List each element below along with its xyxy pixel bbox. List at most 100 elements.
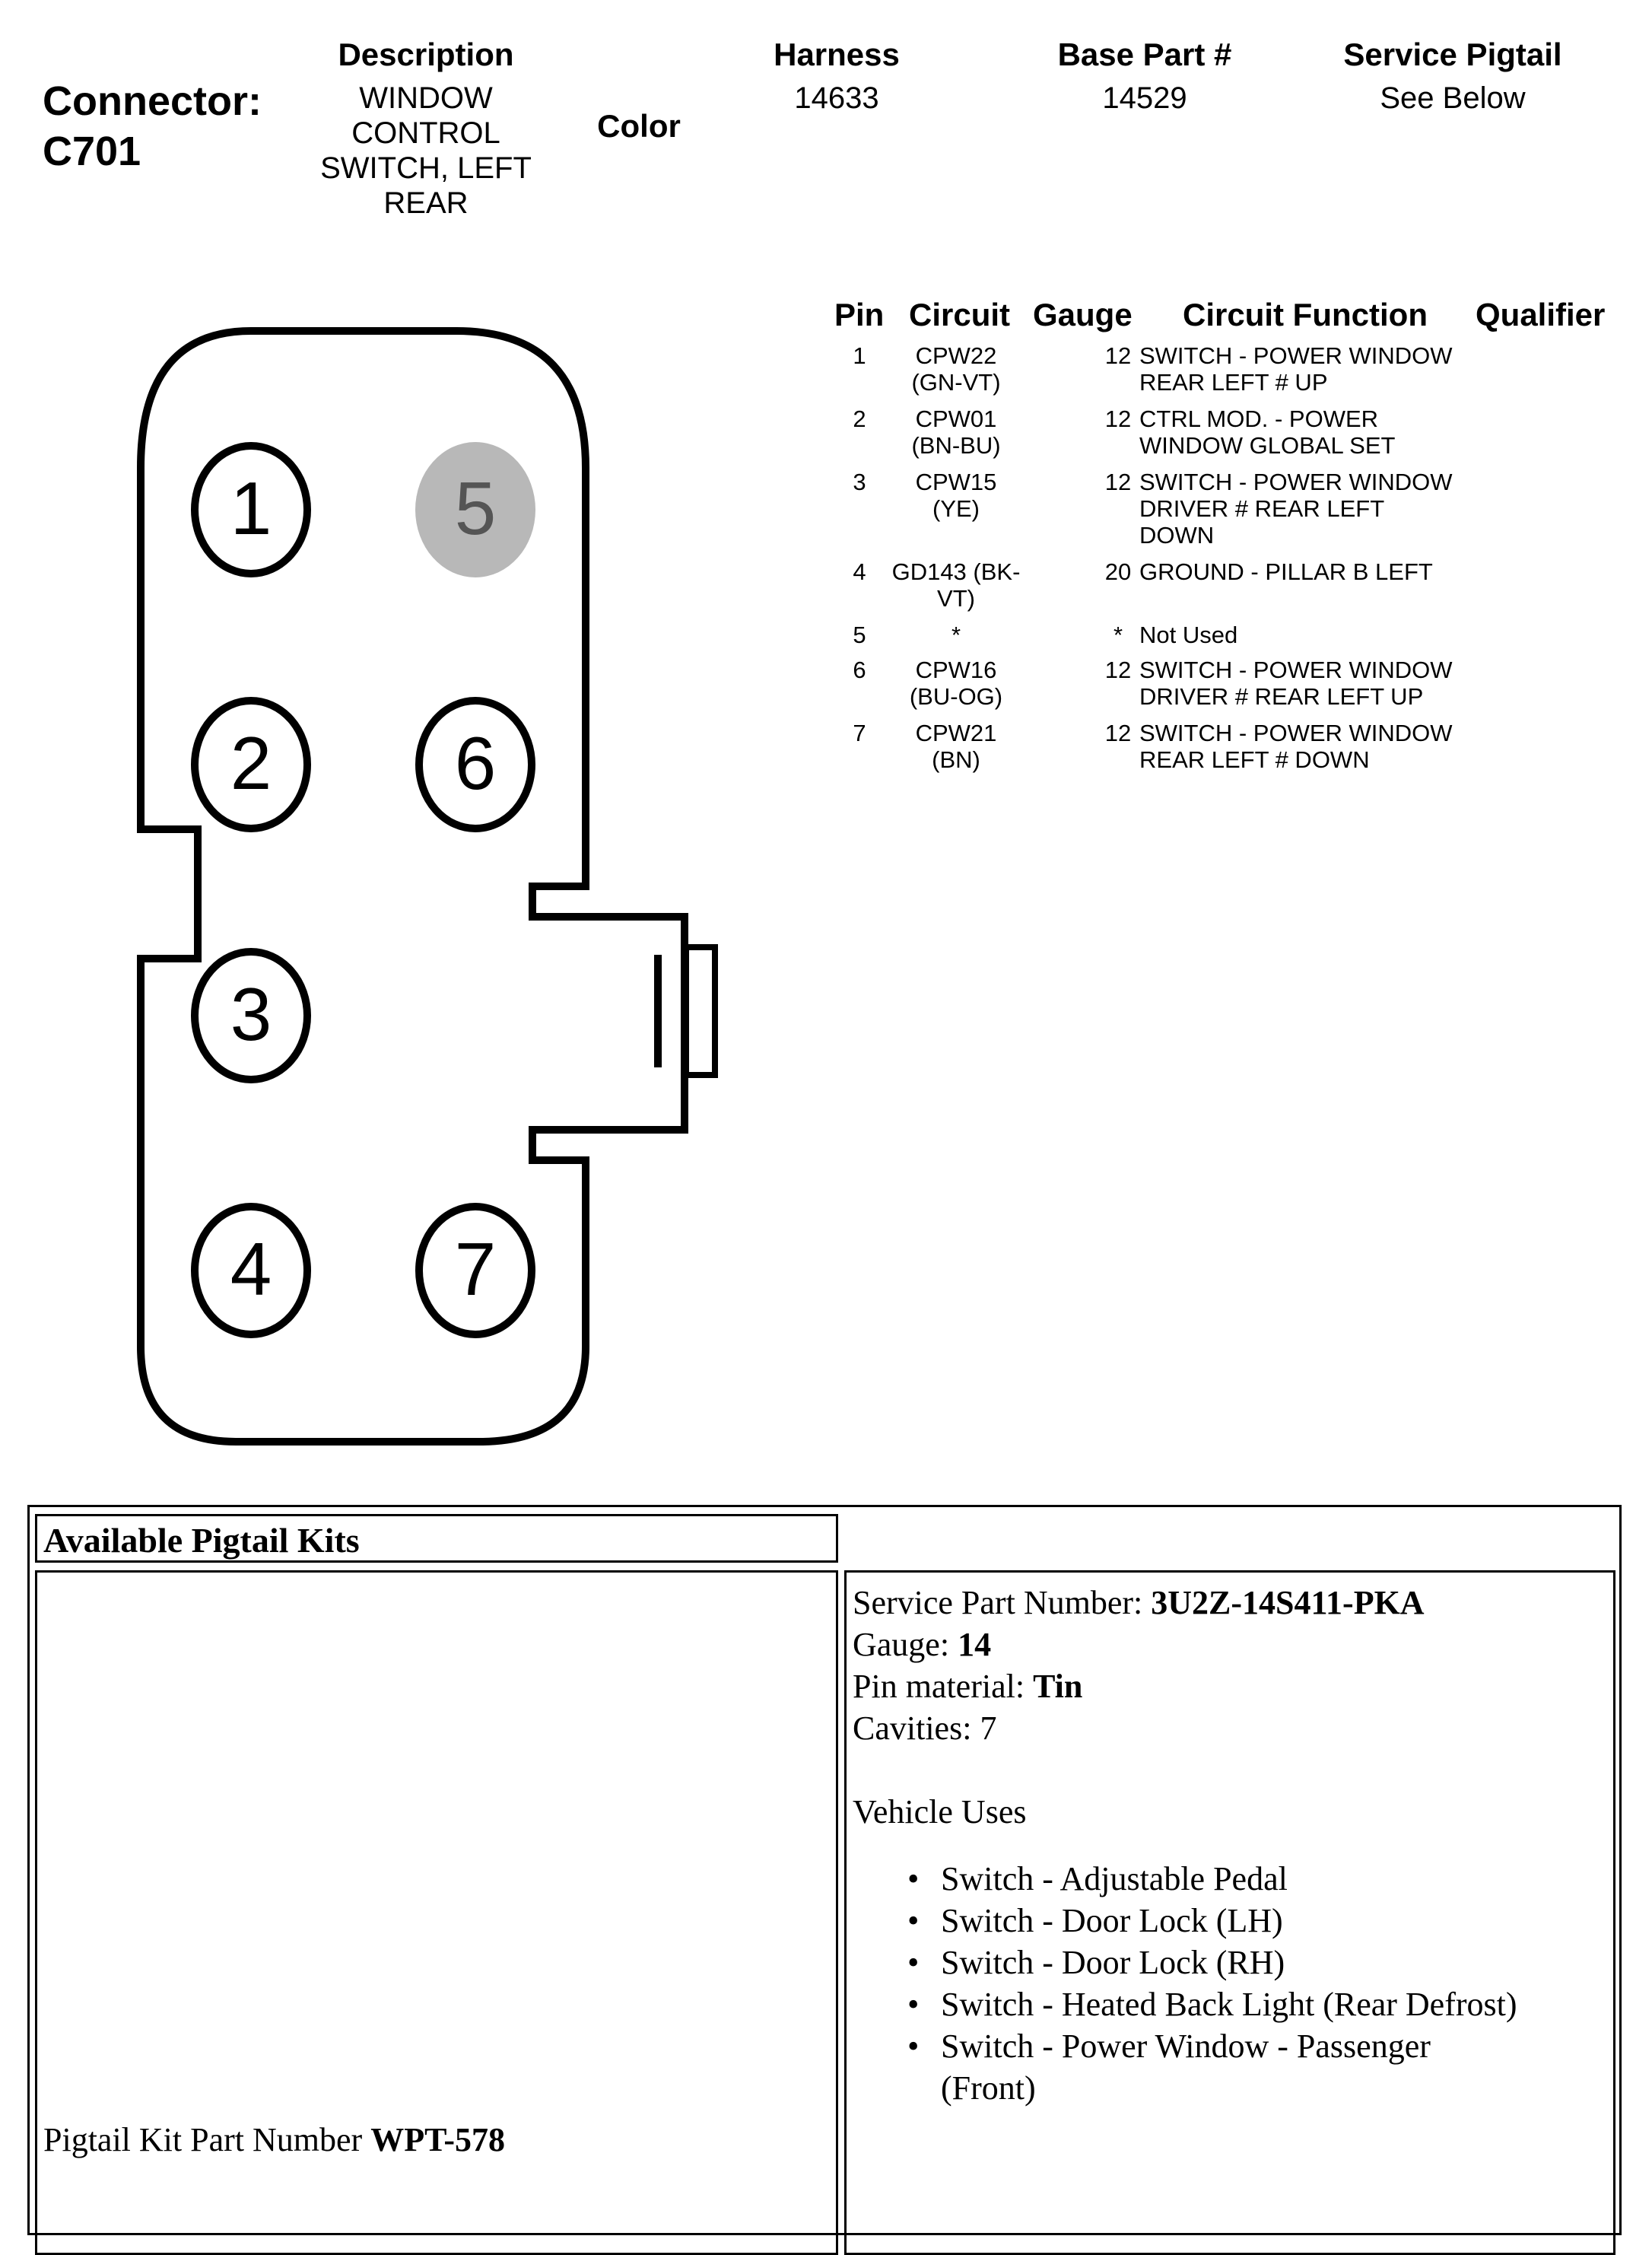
pin-material-value: Tin [1033, 1668, 1083, 1705]
pin-cavity-5: 5 [415, 442, 535, 577]
pin-number: 5 [853, 622, 866, 648]
pin-cavity-1: 1 [191, 442, 311, 577]
list-item: Switch - Door Lock (LH) [907, 1900, 1607, 1942]
pin-column-heading: Pin [834, 297, 885, 332]
pin-material: Pin material: Tin [853, 1665, 1082, 1707]
gauge-cell: 20 [1104, 558, 1132, 585]
cavities-value: 7 [980, 1710, 997, 1747]
gauge-cell: 12 [1104, 342, 1132, 369]
circuit-cell: CPW16(BU-OG) [884, 657, 1028, 710]
pigtail-kit-part-number: Pigtail Kit Part Number WPT-578 [43, 2120, 505, 2159]
function-line: DOWN [1139, 522, 1215, 549]
circuit-cell: GD143 (BK-VT) [884, 558, 1028, 612]
latch-tab [683, 944, 718, 1078]
connector-outline [137, 327, 688, 1446]
pigtail-title: Available Pigtail Kits [43, 1521, 360, 1560]
circuit-line: (BU-OG) [909, 683, 1003, 710]
pin-number: 1 [853, 342, 866, 369]
function-line: GROUND - PILLAR B LEFT [1139, 558, 1433, 585]
description-value: WINDOW CONTROL SWITCH, LEFT REAR [304, 81, 548, 221]
harness-heading: Harness [774, 37, 900, 72]
circuit-column-heading: Circuit [909, 297, 1011, 332]
list-item: Switch - Power Window - Passenger (Front) [907, 2025, 1607, 2109]
circuit-line: CPW21 [915, 720, 997, 746]
pin-cavity-2: 2 [191, 697, 311, 832]
function-line: SWITCH - POWER WINDOW [1139, 342, 1453, 369]
vehicle-uses-list: Switch - Adjustable Pedal Switch - Door … [907, 1858, 1607, 2109]
list-item-text: Switch - Power Window - Passenger [941, 2028, 1431, 2065]
gauge-cell: * [1113, 622, 1123, 648]
description-line: SWITCH, LEFT [320, 151, 532, 185]
circuit-line: (YE) [932, 495, 980, 522]
description-heading: Description [338, 37, 514, 72]
circuit-cell: CPW22(GN-VT) [884, 342, 1028, 396]
pin-cavity-label: 6 [455, 721, 497, 805]
pin-number: 3 [853, 469, 866, 495]
gauge-cell: 12 [1104, 720, 1132, 746]
pin-material-label: Pin material: [853, 1668, 1034, 1705]
connector-id: C701 [43, 129, 141, 174]
function-line: SWITCH - POWER WINDOW [1139, 720, 1453, 746]
pin-cavity-7: 7 [415, 1203, 535, 1338]
pigtail-image-cell: Pigtail Kit Part Number WPT-578 [35, 1570, 838, 2255]
circuit-line: (BN) [932, 746, 980, 773]
circuit-cell: CPW21(BN) [884, 720, 1028, 773]
pin-number: 2 [853, 406, 866, 432]
function-line: CTRL MOD. - POWER [1139, 406, 1379, 432]
circuit-line: CPW16 [915, 657, 997, 683]
circuit-line: VT) [937, 585, 975, 612]
list-item: Switch - Adjustable Pedal [907, 1858, 1607, 1900]
circuit-line: * [951, 622, 961, 648]
circuit-line: (BN-BU) [911, 432, 1001, 459]
function-line: REAR LEFT # DOWN [1139, 746, 1370, 773]
pigtail-details-cell: Service Part Number: 3U2Z-14S411-PKA Gau… [844, 1570, 1615, 2255]
gauge-cell: 12 [1104, 657, 1132, 683]
kit-part-value: WPT-578 [370, 2121, 506, 2158]
function-cell: GROUND - PILLAR B LEFT [1139, 558, 1497, 585]
circuit-cell: * [884, 622, 1028, 648]
circuit-line: CPW22 [915, 342, 997, 369]
pin-cavity-4: 4 [191, 1203, 311, 1338]
circuit-cell: CPW01(BN-BU) [884, 406, 1028, 459]
pin-cavity-label: 5 [455, 466, 497, 550]
pin-number: 6 [853, 657, 866, 683]
list-item: Switch - Heated Back Light (Rear Defrost… [907, 1983, 1607, 2025]
service-part-value: 3U2Z-14S411-PKA [1151, 1584, 1425, 1621]
service-pigtail-value: See Below [1380, 81, 1526, 115]
base-part-value: 14529 [1102, 81, 1187, 115]
description-line: CONTROL [351, 116, 500, 150]
connector-label: Connector: [43, 78, 262, 124]
pin-cavity-label: 3 [230, 972, 272, 1056]
gauge-label: Gauge: [853, 1626, 958, 1663]
connector-face-diagram: 1 5 2 6 3 4 7 [137, 327, 718, 1446]
vehicle-uses-heading: Vehicle Uses [853, 1793, 1027, 1830]
pigtail-title-cell: Available Pigtail Kits [35, 1514, 838, 1563]
pigtail-gauge: Gauge: 14 [853, 1624, 991, 1665]
cavities-label: Cavities: [853, 1710, 980, 1747]
color-heading: Color [597, 108, 681, 144]
pin-cavity-label: 7 [455, 1227, 497, 1311]
function-line: DRIVER # REAR LEFT [1139, 495, 1385, 522]
kit-part-label: Pigtail Kit Part Number [43, 2121, 371, 2158]
function-cell: Not Used [1139, 622, 1497, 648]
description-line: WINDOW [359, 81, 493, 115]
function-line: SWITCH - POWER WINDOW [1139, 657, 1453, 683]
connector-title: Connector: C701 [43, 76, 301, 177]
pin-cavity-label: 4 [230, 1227, 272, 1311]
service-pigtail-heading: Service Pigtail [1343, 37, 1562, 72]
gauge-value: 14 [958, 1626, 992, 1663]
circuit-line: CPW01 [915, 406, 997, 432]
pin-cavity-label: 1 [230, 466, 272, 550]
gauge-cell: 12 [1104, 469, 1132, 495]
list-item-text: (Front) [941, 2069, 1036, 2107]
base-part-heading: Base Part # [1057, 37, 1232, 72]
function-line: REAR LEFT # UP [1139, 369, 1328, 396]
function-line: SWITCH - POWER WINDOW [1139, 469, 1453, 495]
pin-number: 4 [853, 558, 866, 585]
service-part-label: Service Part Number: [853, 1584, 1152, 1621]
pin-cavity-6: 6 [415, 697, 535, 832]
service-part-number: Service Part Number: 3U2Z-14S411-PKA [853, 1582, 1425, 1624]
description-line: REAR [383, 186, 469, 220]
